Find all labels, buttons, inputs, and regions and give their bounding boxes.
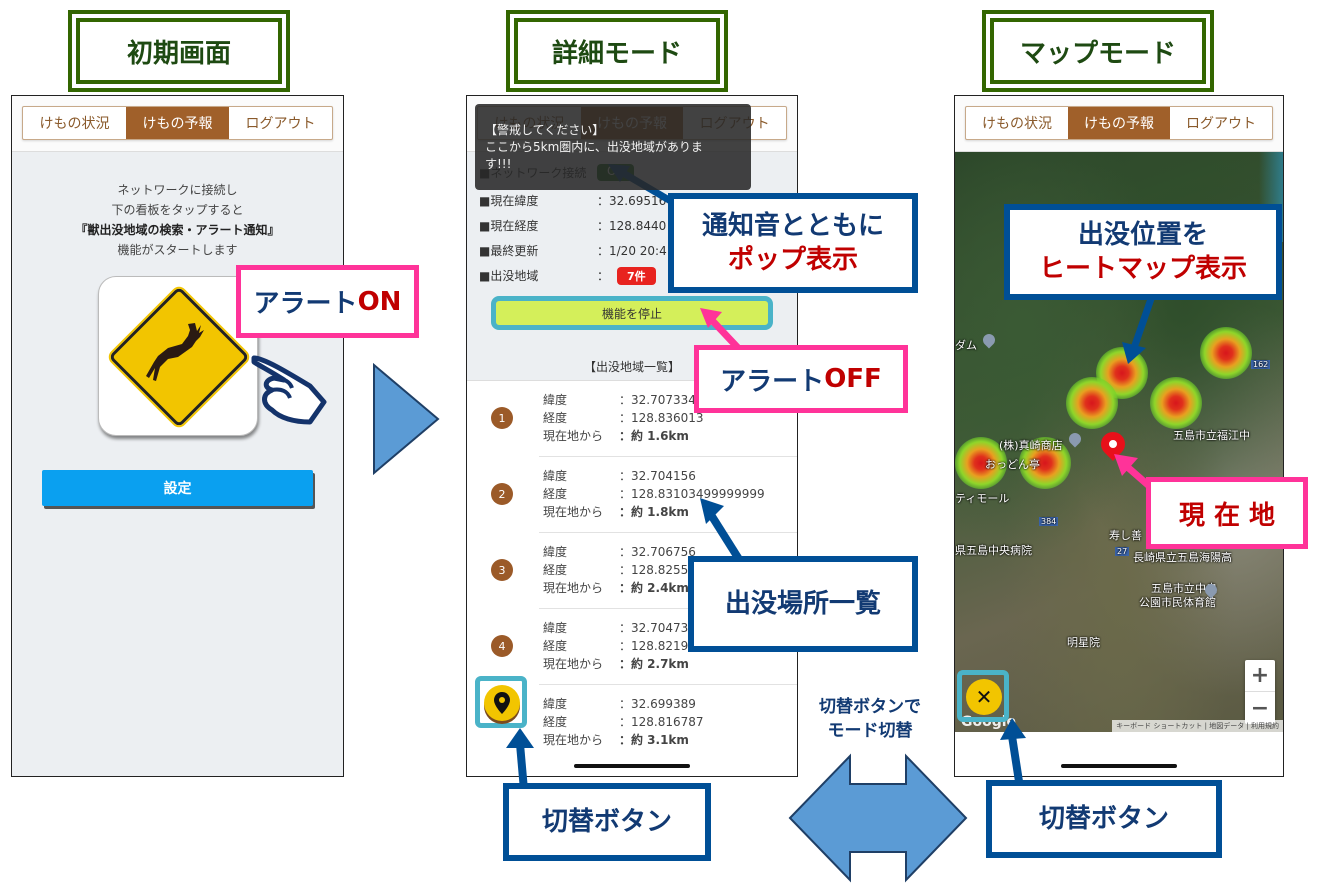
item-number-badge: 1	[491, 407, 513, 429]
tab-kemono-status[interactable]: けもの状況	[982, 116, 1052, 132]
tab-bar: けもの状況 けもの予報 ログアウト	[965, 106, 1273, 140]
list-item[interactable]: 2 緯度：32.704156 経度：128.83103499999999 現在地…	[467, 457, 797, 533]
callout-notify-popup: 通知音とともに ポップ表示	[668, 193, 918, 293]
section-title-detail: 詳細モード	[506, 10, 728, 92]
callout-alert-on: アラート ON	[236, 265, 419, 338]
heatmap-spot	[1200, 327, 1252, 379]
arrow-right-icon	[373, 363, 440, 475]
callout-arrow-icon	[700, 498, 746, 566]
tab-kemono-forecast[interactable]: けもの予報	[1068, 107, 1170, 139]
setting-button[interactable]: 設定	[42, 470, 313, 506]
item-number-badge: 2	[491, 483, 513, 505]
tab-kemono-status[interactable]: けもの状況	[39, 116, 110, 132]
callout-toggle-button-right: 切替ボタン	[986, 780, 1222, 858]
list-title: 【出没地域一覧】	[583, 360, 680, 374]
heatmap-spot	[955, 437, 1007, 489]
home-indicator	[574, 764, 690, 768]
close-map-toggle-button[interactable]: ✕	[966, 679, 1002, 715]
item-number-badge: 3	[491, 559, 513, 581]
zoom-out-button[interactable]: −	[1250, 695, 1270, 721]
heatmap-spot	[1066, 377, 1118, 429]
map-screen: けもの状況 けもの予報 ログアウト ダム (株)真崎商店 五島市立福江中 おっど…	[954, 95, 1284, 777]
info-last-updated: ■最終更新 ：1/20 20:4	[479, 244, 667, 258]
callout-arrow-icon	[506, 728, 534, 790]
heatmap-spot	[1150, 377, 1202, 429]
map-pin-icon	[494, 692, 510, 714]
list-item[interactable]: 3 緯度：32.706756 経度：128.8255 現在地から：約 2.4km	[467, 533, 797, 609]
tab-logout[interactable]: ログアウト	[245, 116, 316, 132]
section-title-map: マップモード	[982, 10, 1214, 92]
mode-switch-note: 切替ボタンで モード切替	[819, 697, 921, 741]
sighting-count-badge: 7件	[617, 267, 656, 285]
map-mode-toggle-button[interactable]	[484, 685, 520, 721]
double-arrow-icon	[788, 753, 968, 883]
heatmap-spot	[1019, 437, 1071, 489]
deer-icon	[146, 323, 204, 381]
zoom-control: + −	[1245, 660, 1275, 724]
intro-text: ネットワークに接続し 下の看板をタップすると 『獣出没地域の検索・アラート通知』…	[75, 183, 280, 257]
callout-current-location: 現 在 地	[1146, 477, 1308, 549]
callout-arrow-icon	[1000, 718, 1026, 788]
pointing-hand-icon	[251, 355, 327, 425]
section-title-initial: 初期画面	[68, 10, 290, 92]
alert-toast: 【警戒してください】 ここから5km圏内に、出没地域がありま す!!!	[475, 104, 751, 190]
callout-heatmap: 出没位置を ヒートマップ表示	[1004, 204, 1282, 300]
mode-toggle-highlight: ✕	[957, 670, 1009, 722]
zoom-in-button[interactable]: +	[1245, 660, 1275, 692]
map-attribution[interactable]: キーボード ショートカット | 地図データ | 利用規約	[1112, 720, 1283, 732]
callout-sighting-list: 出没場所一覧	[688, 556, 918, 652]
list-item[interactable]: 緯度：32.699389 経度：128.816787 現在地から：約 3.1km	[543, 697, 704, 747]
callout-toggle-button-left: 切替ボタン	[503, 783, 711, 861]
callout-alert-off: アラート OFF	[694, 345, 908, 413]
info-latitude: ■現在緯度 ：32.69516	[479, 194, 667, 208]
stop-function-button[interactable]: 機能を停止	[491, 296, 773, 330]
tab-bar: けもの状況 けもの予報 ログアウト	[22, 106, 333, 140]
alert-start-sign-button[interactable]	[98, 276, 258, 436]
info-sighting-area: ■出没地域 ： 7件	[479, 267, 656, 285]
poi-pin-icon	[1066, 430, 1084, 448]
callout-arrow-icon	[700, 308, 743, 352]
item-number-badge: 4	[491, 635, 513, 657]
initial-screen: けもの状況 けもの予報 ログアウト ネットワークに接続し 下の看板をタップすると…	[11, 95, 344, 777]
info-longitude: ■現在経度 ：128.8440	[479, 219, 667, 233]
mode-toggle-highlight	[475, 676, 527, 728]
list-item[interactable]: 4 緯度：32.70473 経度：128.8219 現在地から：約 2.7km	[467, 609, 797, 685]
poi-pin-icon	[980, 331, 998, 349]
home-indicator	[1061, 764, 1177, 768]
tab-kemono-forecast[interactable]: けもの予報	[126, 107, 229, 139]
callout-arrow-icon	[1122, 296, 1156, 364]
list-item[interactable]: 1 緯度：32.707334 経度：128.836013 現在地から：約 1.6…	[467, 381, 797, 457]
close-icon: ✕	[975, 685, 993, 709]
tab-logout[interactable]: ログアウト	[1186, 116, 1256, 132]
